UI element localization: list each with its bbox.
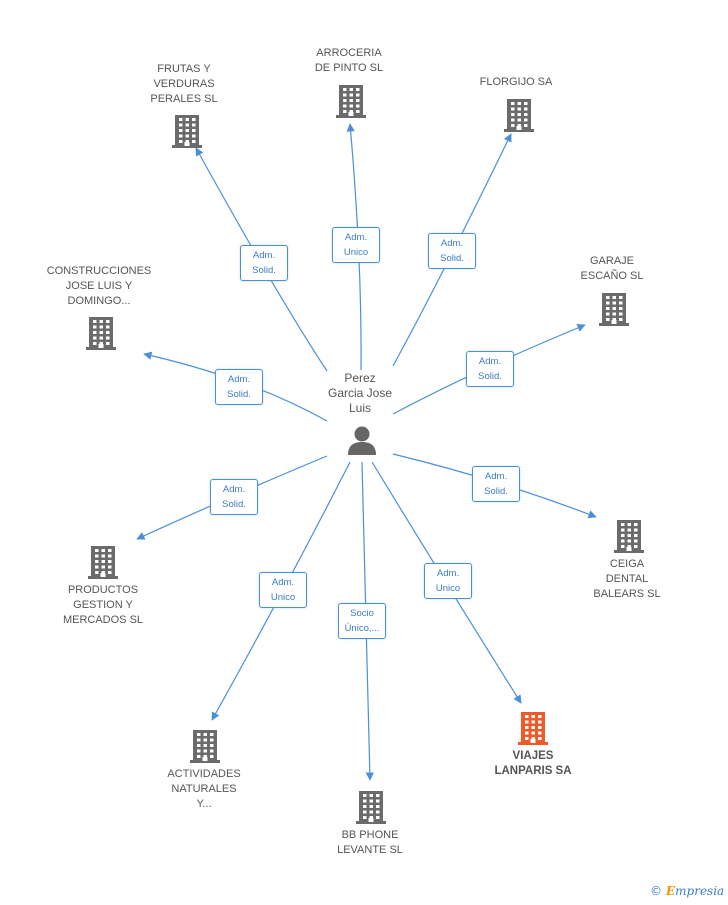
edge-label-viajes[interactable]: Adm. Unico (424, 563, 472, 599)
edge-label-frutas[interactable]: Adm. Solid. (240, 245, 288, 281)
node-label-line: VERDURAS (153, 78, 215, 90)
node-label-arroceria[interactable]: ARROCERIA DE PINTO SL (269, 46, 429, 76)
center-person-label[interactable]: Perez Garcia Jose Luis (300, 371, 420, 416)
node-label-line: Y... (196, 798, 212, 810)
edge-label-arroceria[interactable]: Adm. Unico (332, 227, 380, 263)
node-label-viajes[interactable]: VIAJES LANPARIS SA (453, 749, 613, 779)
edge-label-line: Solid. (484, 486, 508, 497)
building-icon[interactable] (88, 545, 118, 584)
edge-label-line: Adm. (344, 232, 368, 243)
person-icon[interactable] (346, 425, 378, 460)
building-icon[interactable] (86, 316, 116, 355)
center-name-line: Garcia Jose (327, 386, 393, 400)
edge-label-line: Adm. (478, 356, 502, 367)
edge-label-line: Adm. (227, 374, 251, 385)
edge-label-line: Solid. (227, 389, 251, 400)
node-label-bbphone[interactable]: BB PHONE LEVANTE SL (290, 828, 450, 858)
building-icon[interactable] (172, 114, 202, 153)
node-label-line: FRUTAS Y (157, 63, 211, 75)
node-label-line: BALEARS SL (593, 588, 661, 600)
edge-label-construcciones[interactable]: Adm. Solid. (215, 369, 263, 405)
edge-label-line: Adm. (222, 484, 246, 495)
building-icon[interactable] (190, 729, 220, 768)
node-label-ceiga[interactable]: CEIGA DENTAL BALEARS SL (547, 557, 707, 602)
edge-label-line: Unico (343, 247, 369, 258)
edge-label-line: Adm. (252, 250, 276, 261)
building-icon[interactable] (518, 711, 548, 750)
node-label-construcciones[interactable]: CONSTRUCCIONES JOSE LUIS Y DOMINGO... (19, 264, 179, 309)
center-name-line: Perez (344, 371, 376, 385)
edge-label-florgijo[interactable]: Adm. Solid. (428, 233, 476, 269)
node-label-line: BB PHONE (341, 829, 399, 841)
brand-watermark: © Empresia (650, 884, 724, 898)
copyright-icon: © (650, 884, 662, 898)
building-icon[interactable] (614, 519, 644, 558)
node-label-productos[interactable]: PRODUCTOS GESTION Y MERCADOS SL (23, 583, 183, 628)
node-label-florgijo[interactable]: FLORGIJO SA (436, 75, 596, 90)
edge-label-line: Solid. (222, 499, 246, 510)
building-icon[interactable] (504, 98, 534, 137)
edge-label-productos[interactable]: Adm. Solid. (210, 479, 258, 515)
edge-label-line: Adm. (271, 577, 295, 588)
edge-label-line: Único,... (344, 623, 380, 634)
node-label-line: MERCADOS SL (62, 614, 144, 626)
edge-label-line: Solid. (252, 265, 276, 276)
node-label-line: FLORGIJO SA (479, 76, 553, 88)
edge-label-line: Unico (435, 583, 461, 594)
node-label-line: CONSTRUCCIONES (46, 265, 152, 277)
node-label-line: LEVANTE SL (337, 844, 403, 856)
building-icon[interactable] (336, 84, 366, 123)
brand-initial: E (666, 884, 676, 898)
node-label-line: NATURALES (171, 783, 237, 795)
node-label-garaje[interactable]: GARAJE ESCAÑO SL (532, 254, 692, 284)
edge-label-line: Adm. (436, 568, 460, 579)
node-label-line: DENTAL (605, 573, 649, 585)
edge-label-line: Socio (350, 608, 374, 619)
node-label-line: DE PINTO SL (314, 62, 384, 74)
brand-name: mpresia (675, 884, 725, 898)
edge-label-actividades[interactable]: Adm. Unico (259, 572, 307, 608)
node-label-line: JOSE LUIS Y (65, 280, 133, 292)
node-label-line: PERALES SL (150, 93, 218, 105)
node-label-frutas[interactable]: FRUTAS Y VERDURAS PERALES SL (104, 62, 264, 107)
edge-label-line: Solid. (478, 371, 502, 382)
edge-label-line: Adm. (440, 238, 464, 249)
node-label-line: ARROCERIA (316, 47, 382, 59)
node-label-line: GARAJE (589, 255, 634, 267)
edge-label-bbphone[interactable]: Socio Único,... (338, 603, 386, 639)
node-label-line: CEIGA (609, 558, 645, 570)
node-label-line: ACTIVIDADES (167, 768, 241, 780)
node-label-line: LANPARIS SA (494, 765, 572, 777)
center-name-line: Luis (348, 401, 371, 415)
edge-label-line: Solid. (440, 253, 464, 264)
node-label-line: PRODUCTOS (67, 584, 139, 596)
node-label-line: ESCAÑO SL (580, 270, 644, 282)
building-icon[interactable] (599, 292, 629, 331)
node-label-line: VIAJES (512, 750, 554, 762)
edge-label-line: Adm. (484, 471, 508, 482)
node-label-actividades[interactable]: ACTIVIDADES NATURALES Y... (124, 767, 284, 812)
node-label-line: DOMINGO... (67, 295, 131, 307)
edge-label-ceiga[interactable]: Adm. Solid. (472, 466, 520, 502)
building-icon[interactable] (356, 790, 386, 829)
edge-label-garaje[interactable]: Adm. Solid. (466, 351, 514, 387)
node-label-line: GESTION Y (73, 599, 133, 611)
edge-label-line: Unico (270, 592, 296, 603)
